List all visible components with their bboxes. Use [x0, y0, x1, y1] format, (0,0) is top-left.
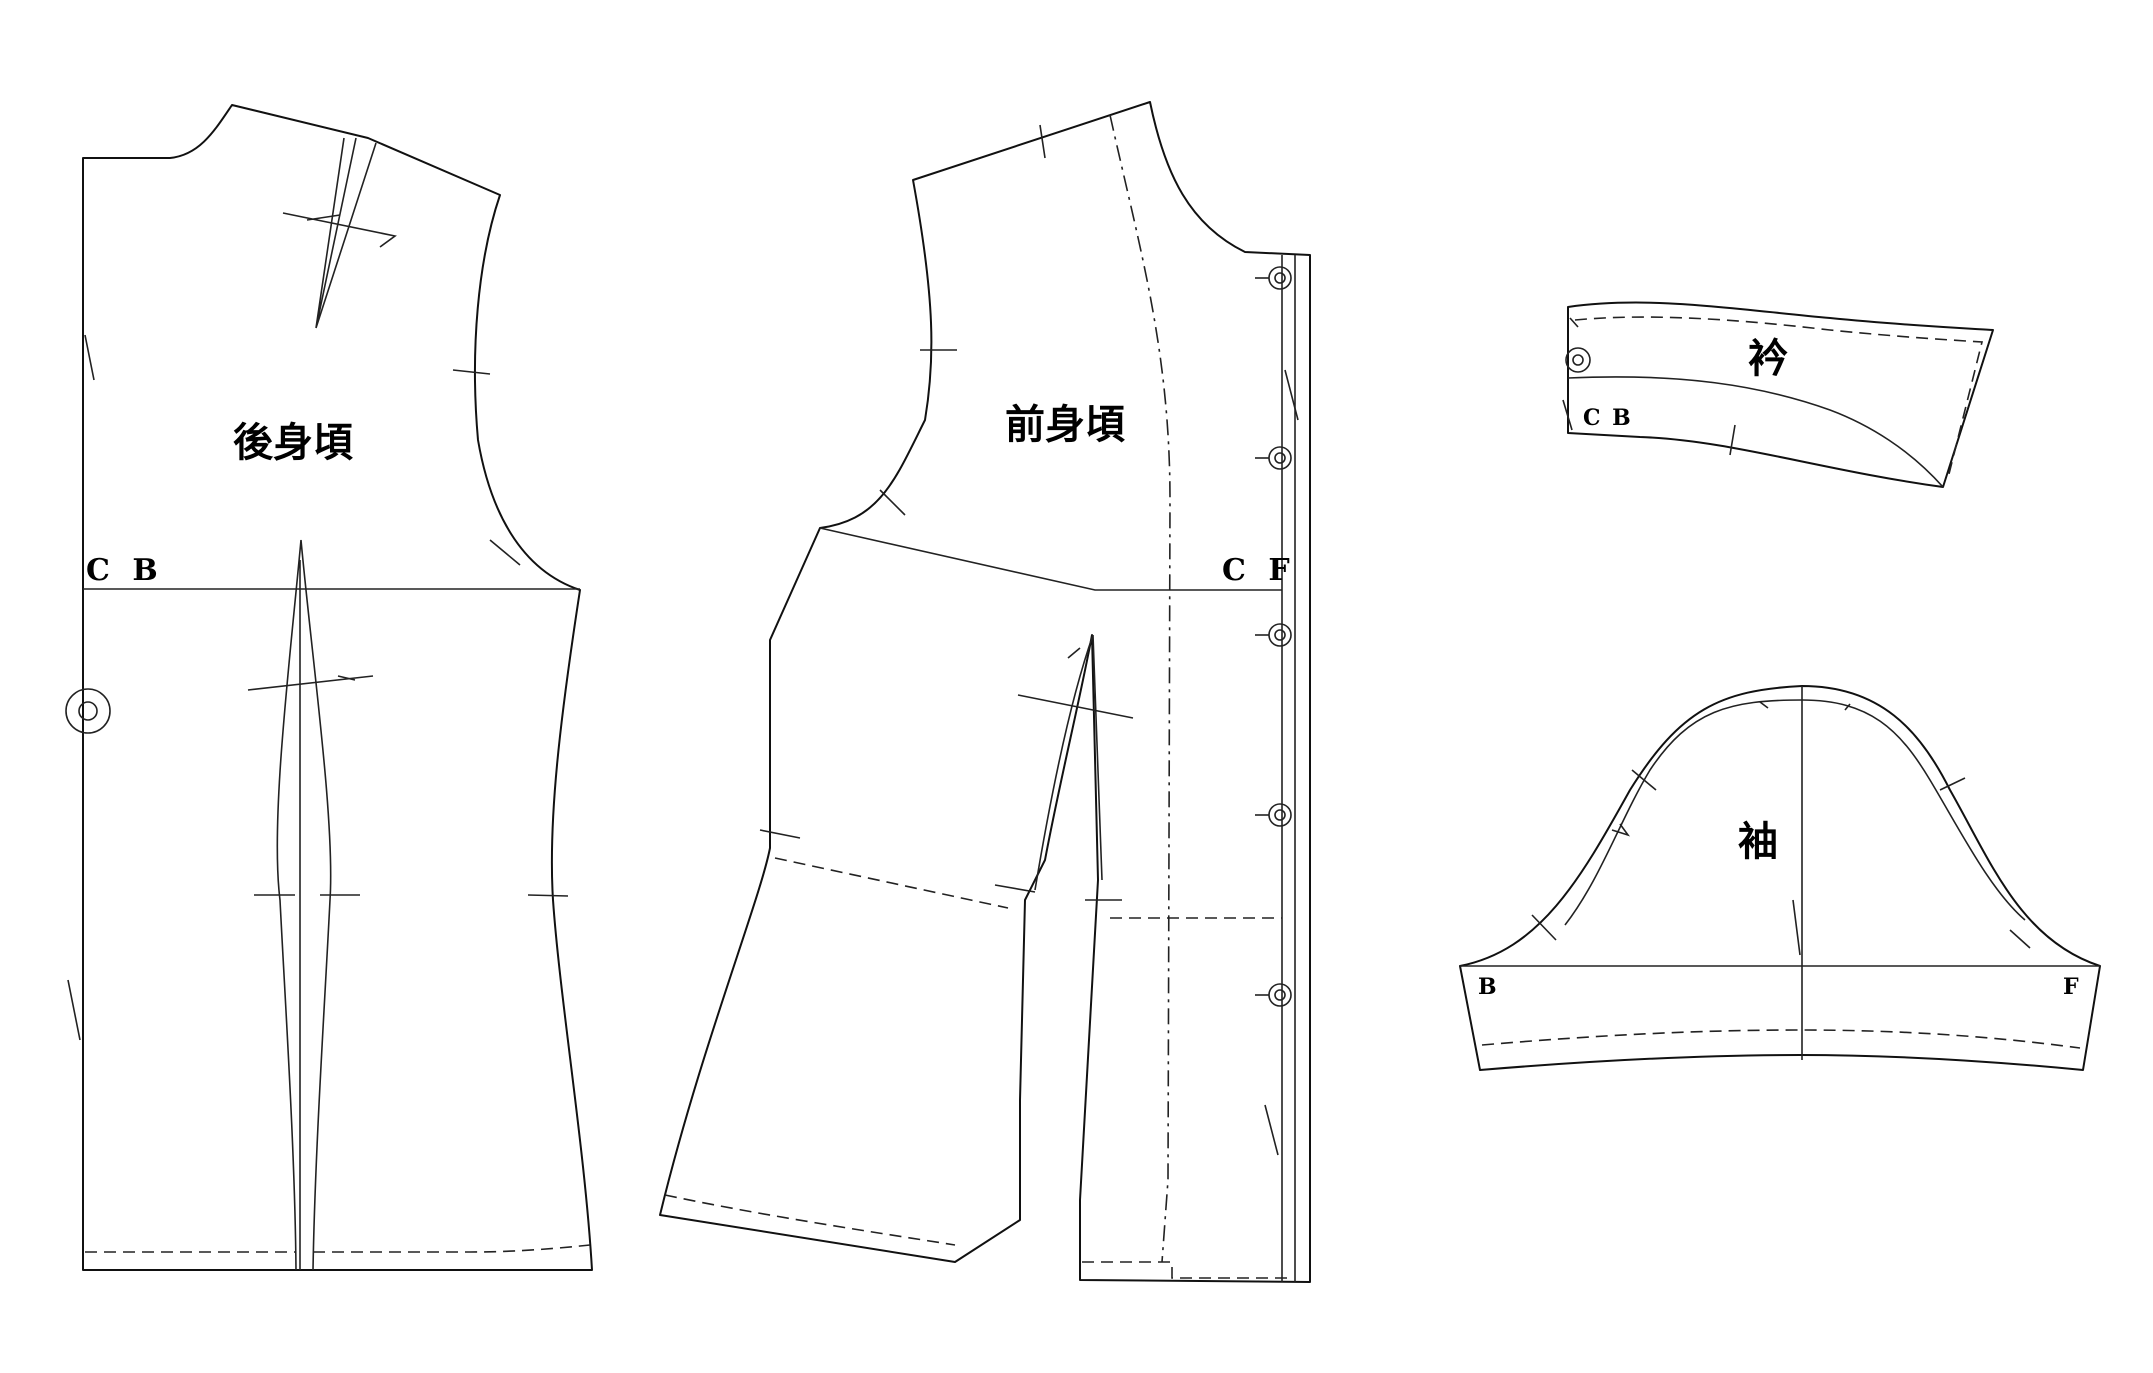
sleeve-outline: [1459, 685, 2101, 1071]
collar-outline: [1567, 301, 1994, 488]
front-hem-line: [664, 1194, 1292, 1279]
front-bodice-label: 前身頃: [1005, 402, 1125, 448]
front-buttons: [1255, 266, 1292, 1007]
sleeve-cap-inner-line: [1564, 699, 2026, 926]
back-hem-line: [85, 1244, 591, 1253]
front-facing-line: [1109, 114, 1171, 1263]
back-cb-label: C B: [86, 553, 164, 588]
collar-piece: 衿 C B: [1562, 301, 1994, 488]
back-button-mark-outer: [65, 688, 111, 734]
sleeve-notches: [1531, 701, 2031, 956]
sleeve-back-mark: B: [1478, 974, 1499, 1000]
collar-label: 衿: [1748, 336, 1788, 382]
front-waist-dart: [1034, 634, 1103, 891]
front-bodice-outline: [659, 101, 1311, 1283]
front-button-stand: [1281, 255, 1296, 1282]
front-hip-line: [774, 857, 1282, 919]
back-bodice-piece: 後身頃 C B: [65, 104, 593, 1271]
front-side-seam: [819, 527, 1282, 591]
collar-button-mark-inner: [1572, 354, 1584, 366]
sleeve-hem-line: [1481, 1029, 2081, 1049]
back-button-mark-inner: [78, 701, 98, 721]
collar-cb-label: C B: [1583, 405, 1633, 431]
front-cf-label: C F: [1222, 553, 1296, 588]
collar-button-mark: [1565, 347, 1591, 373]
collar-notches: [1562, 317, 1736, 456]
back-bodice-label: 後身頃: [233, 420, 353, 466]
front-bodice-piece: 前身頃 C F: [659, 101, 1311, 1283]
sleeve-piece: 袖 B F: [1459, 685, 2101, 1071]
back-waist-dart: [276, 539, 332, 1271]
back-notches: [67, 212, 569, 1041]
front-notches: [759, 124, 1299, 1156]
sleeve-label: 袖: [1738, 819, 1778, 865]
collar-seam-line: [1574, 316, 1984, 479]
back-bodice-outline: [82, 104, 593, 1271]
sleeve-front-mark: F: [2063, 974, 2081, 1000]
collar-fold-line: [1567, 376, 1944, 488]
back-shoulder-dart: [315, 137, 377, 329]
